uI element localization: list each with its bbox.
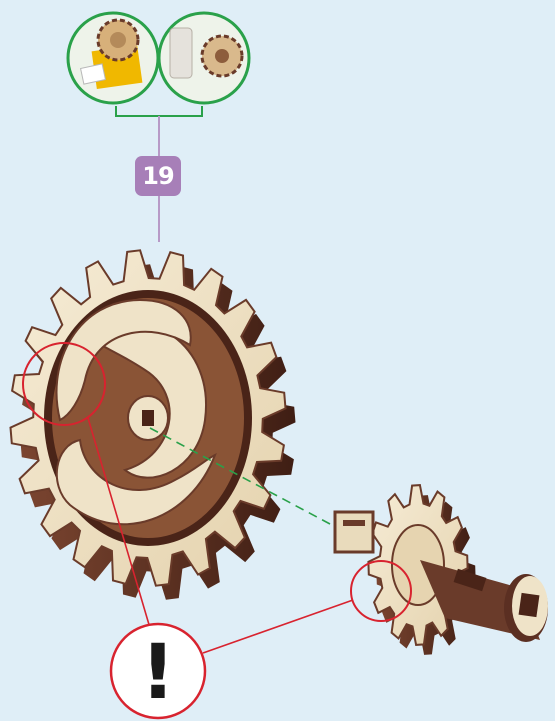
assembly-guide-line <box>149 427 346 533</box>
small-gear-shaft <box>333 484 548 655</box>
highlight-ring-large-gear <box>22 342 106 426</box>
callout-line-small-gear <box>202 599 354 654</box>
step-number: 19 <box>142 162 174 190</box>
highlight-ring-small-gear <box>350 560 412 622</box>
preview-thumbnails <box>66 11 251 117</box>
preview-thumbnail-right <box>157 11 251 105</box>
large-gear <box>9 249 296 600</box>
preview-thumbnail-left <box>66 11 160 105</box>
warning-circle <box>109 622 207 720</box>
callout-line-large-gear <box>87 417 151 629</box>
preview-bracket <box>115 106 203 117</box>
step-badge <box>135 156 181 196</box>
warning-callouts <box>22 342 412 720</box>
warning-exclamation-icon: ! <box>140 626 176 716</box>
